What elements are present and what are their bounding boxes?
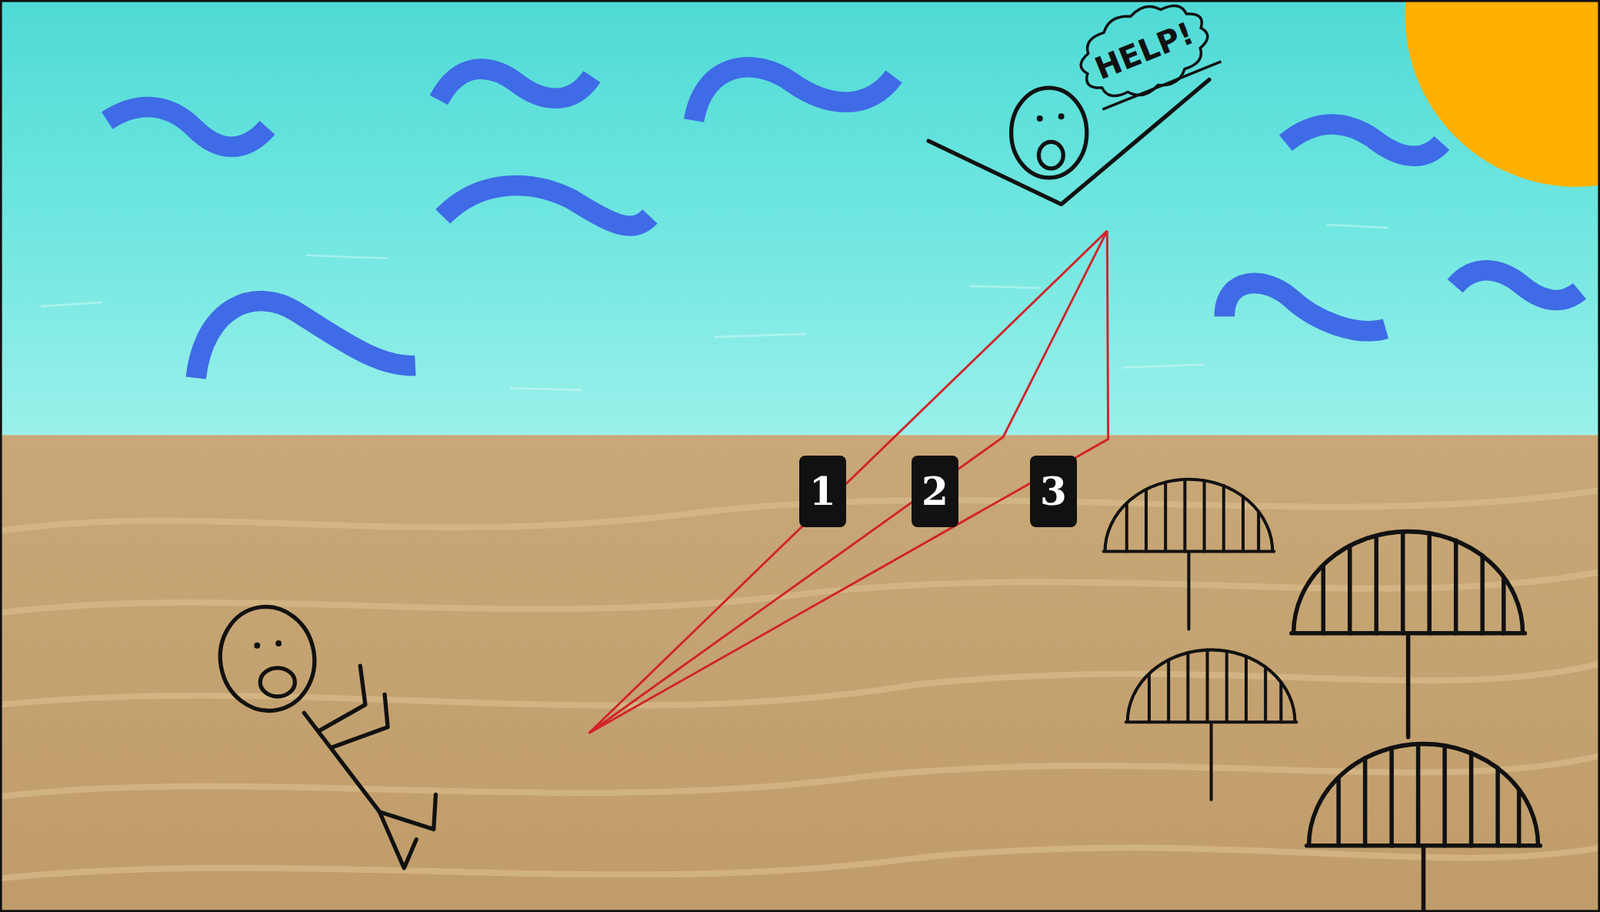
sand <box>0 434 1600 912</box>
umbrellas <box>1103 479 1541 912</box>
swimmer-figure <box>928 80 1210 205</box>
rescue-paths <box>588 230 1108 734</box>
callout-text: 3 <box>1040 468 1067 514</box>
sand-ripples <box>0 490 1600 878</box>
lifeguard-figure <box>212 599 437 868</box>
waves <box>106 66 1580 378</box>
callout-number: 3 <box>1030 455 1077 527</box>
sea <box>0 0 1600 435</box>
lifeguard-eyes <box>253 640 282 649</box>
callout-number: 2 <box>911 455 959 527</box>
swimmer-eyes <box>1036 113 1065 122</box>
callout-text: 2 <box>921 468 949 514</box>
callout-text: 1 <box>809 468 837 514</box>
sea-glints <box>40 224 1388 390</box>
cloud-shape <box>1069 0 1220 113</box>
callout-number: 1 <box>799 455 847 527</box>
